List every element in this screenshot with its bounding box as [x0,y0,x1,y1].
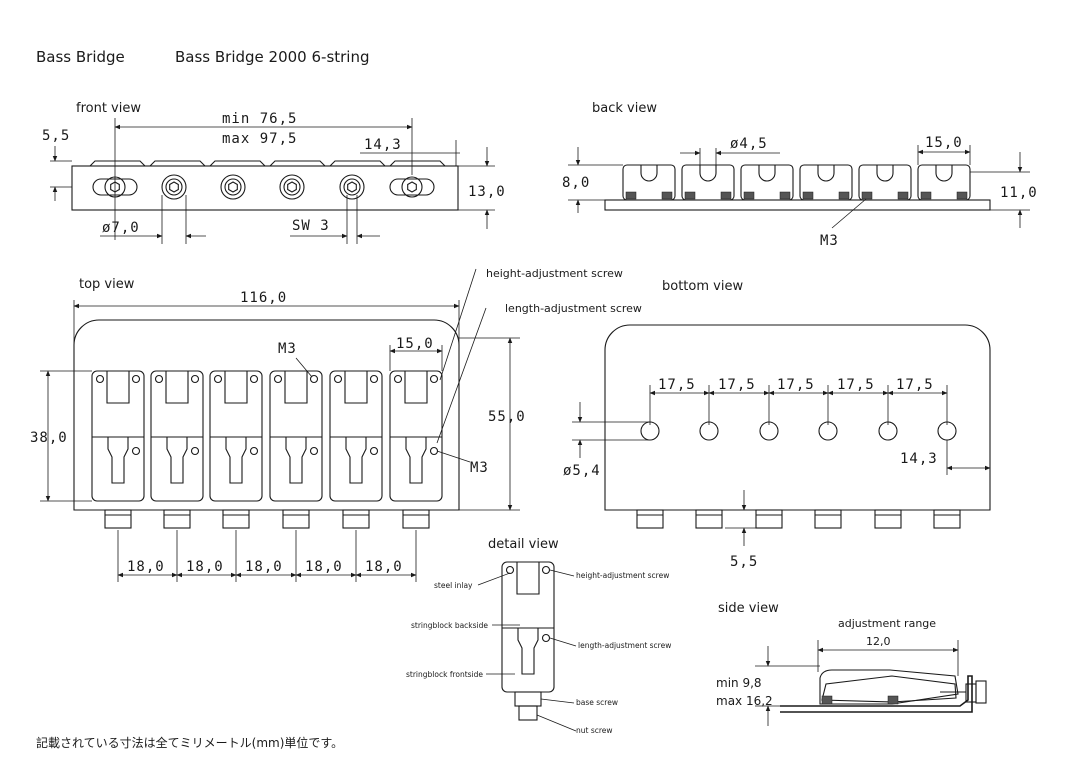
back-view: back view ø4,5 15,0 8,0 11,0 M3 [562,101,1038,249]
bottom-spacing-3: 17,5 [777,377,815,393]
top-view-body [73,319,460,511]
bottom-view-title: bottom view [662,279,743,294]
front-dim-spacing: 14,3 [364,137,402,153]
top-dim-width: 116,0 [240,290,287,306]
top-view-title: top view [79,277,135,292]
header-model: Bass Bridge 2000 6-string [175,48,370,66]
detail-label-height-screw: height-adjustment screw [576,571,669,580]
side-max-height: max 16,2 [716,694,773,708]
bottom-view-body [604,324,991,511]
back-view-blocks [622,164,971,201]
bottom-spacing-1: 17,5 [658,377,696,393]
top-dim-depth: 55,0 [488,409,526,425]
top-label-length-screw: length-adjustment screw [505,302,642,315]
back-dim-height-right: 11,0 [1000,185,1038,201]
front-view-title: front view [76,101,141,116]
top-thread-side: M3 [470,460,489,476]
back-dim-height-left: 8,0 [562,175,590,191]
bottom-spacing-5: 17,5 [896,377,934,393]
front-view-body [71,165,459,211]
front-dim-diameter: ø7,0 [102,220,140,236]
top-spacing-2: 18,0 [186,559,224,575]
side-view: side view adjustment range 12,0 min 9,8 … [716,601,987,726]
top-dim-height: 38,0 [30,430,68,446]
front-dim-sw: SW 3 [292,218,330,234]
bottom-dim-diameter: ø5,4 [563,463,601,479]
side-view-assembly [780,669,987,713]
top-view: top view 116,0 15,0 38,0 [30,267,642,582]
side-min-height: min 9,8 [716,676,762,690]
top-view-string-blocks [91,370,443,502]
detail-label-base-screw: base screw [576,698,618,707]
top-dim-block: 15,0 [396,336,434,352]
top-spacing-3: 18,0 [245,559,283,575]
footer-note: 記載されている寸法は全てミリメートル(mm)単位です。 [36,735,343,750]
front-dim-max: max 97,5 [222,131,297,147]
front-dim-height: 13,0 [468,184,506,200]
top-spacing-1: 18,0 [127,559,165,575]
back-thread: M3 [820,233,839,249]
bottom-dim-edge: 14,3 [900,451,938,467]
top-thread-top: M3 [278,341,297,357]
top-view-nuts [104,509,430,529]
front-view-screws [92,174,435,200]
top-label-height-screw: height-adjustment screw [486,267,623,280]
top-string-spacing: 18,0 18,0 18,0 18,0 18,0 [117,530,417,582]
detail-label-steel-inlay: steel inlay [434,581,473,590]
front-dim-min: min 76,5 [222,111,297,127]
header-title: Bass Bridge [36,48,125,66]
top-spacing-5: 18,0 [365,559,403,575]
detail-view: detail view steel inlay stringblock back… [406,537,671,735]
back-dim-diameter: ø4,5 [730,136,768,152]
side-view-title: side view [718,601,779,616]
bottom-view-nuts [636,509,961,529]
bottom-view: bottom view 17,5 17,5 17,5 17,5 17,5 [563,279,991,570]
back-view-base [604,199,991,211]
detail-label-length-screw: length-adjustment screw [578,641,671,650]
back-dim-width: 15,0 [925,135,963,151]
bottom-spacing-4: 17,5 [837,377,875,393]
front-dim-left: 5,5 [42,128,70,144]
back-view-title: back view [592,101,657,116]
front-view: front view min 76,5 max 97,5 14,3 13,0 [42,101,506,244]
detail-view-block [501,561,555,721]
side-adjustment-value: 12,0 [866,635,891,648]
side-adjustment-label: adjustment range [838,617,936,630]
bottom-dim-bottom: 5,5 [730,554,758,570]
detail-view-title: detail view [488,537,559,552]
detail-label-frontside: stringblock frontside [406,670,483,679]
top-spacing-4: 18,0 [305,559,343,575]
bottom-spacing-2: 17,5 [718,377,756,393]
bottom-view-holes [640,421,957,441]
detail-label-nut-screw: nut screw [576,726,613,735]
detail-label-backside: stringblock backside [411,621,488,630]
